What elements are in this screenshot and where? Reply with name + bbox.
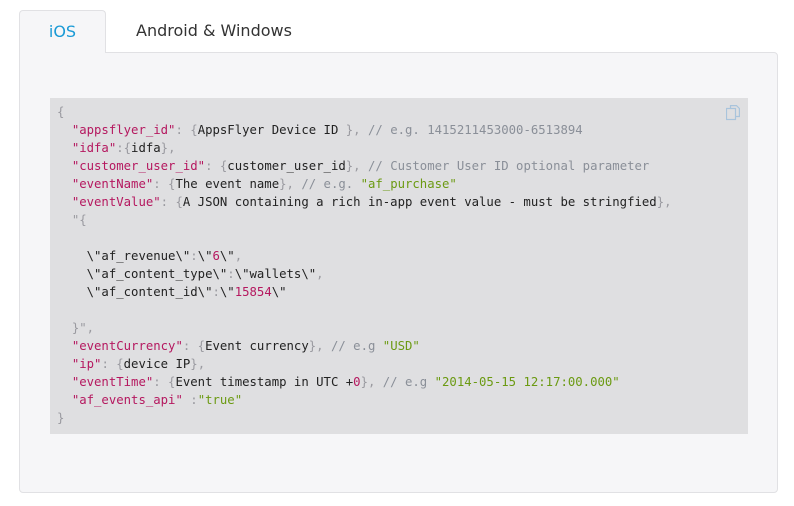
code-key: "af_events_api" (71, 393, 183, 407)
code-value: 15854 (234, 285, 272, 299)
code-value: idfa (131, 141, 161, 155)
code-value: "true" (197, 393, 243, 407)
code-key: "appsflyer_id" (71, 123, 176, 137)
code-comment: // e.g (382, 375, 428, 389)
code-key: \"af_content_type\" (86, 267, 228, 281)
code-key: "eventName" (71, 177, 154, 191)
code-value: AppsFlyer Device ID (197, 123, 346, 137)
code-line: "idfa":{idfa}, (71, 141, 176, 155)
code-value: customer_user_id (227, 159, 346, 173)
code-key: "ip" (71, 357, 102, 371)
tab-bar: iOS Android & Windows (19, 10, 322, 53)
close-brace: } (57, 411, 65, 425)
code-comment: // Customer User ID optional parameter (367, 159, 650, 173)
code-key: "eventValue" (71, 195, 161, 209)
code-line: "af_events_api" :"true" (71, 393, 243, 407)
code-line: \"af_revenue\":\"6\", (86, 249, 243, 263)
code-key: "customer_user_id" (71, 159, 206, 173)
code-block: { "appsflyer_id": {AppsFlyer Device ID }… (50, 98, 748, 434)
open-brace: { (57, 105, 65, 119)
code-line: \"af_content_id\":\"15854\" (86, 285, 287, 299)
code-comment: // e.g. (301, 177, 354, 191)
code-line-blank (57, 229, 748, 247)
code-comment: // e.g (330, 339, 376, 353)
code-line: "{ (57, 211, 748, 229)
code-line: } (57, 409, 748, 427)
code-value: A JSON containing a rich in-app event va… (182, 195, 657, 209)
code-line-blank (57, 301, 748, 319)
code-line: "eventValue": {A JSON containing a rich … (71, 195, 672, 209)
tab-ios[interactable]: iOS (19, 10, 106, 53)
code-example: "USD" (382, 339, 420, 353)
code-value: device IP (123, 357, 191, 371)
code-value: wallets (249, 267, 302, 281)
code-line: "customer_user_id": {customer_user_id}, … (71, 159, 650, 173)
code-line: \"af_content_type\":\"wallets\", (86, 267, 324, 281)
code-line: "eventName": {The event name}, // e.g. "… (71, 177, 457, 191)
code-value: The event name (175, 177, 280, 191)
code-line: }", (57, 319, 748, 337)
string-close: }", (71, 321, 95, 335)
tab-android-windows[interactable]: Android & Windows (136, 21, 292, 40)
code-example: "af_purchase" (360, 177, 457, 191)
string-open: "{ (71, 213, 87, 227)
tab-panel: { "appsflyer_id": {AppsFlyer Device ID }… (19, 52, 778, 493)
code-line: "eventTime": {Event timestamp in UTC +0}… (71, 375, 620, 389)
code-key: "idfa" (71, 141, 117, 155)
code-key: \"af_content_id\" (86, 285, 213, 299)
code-comment: // e.g. 1415211453000-6513894 (367, 123, 583, 137)
copy-icon[interactable] (726, 105, 740, 121)
code-line: { (57, 103, 748, 121)
code-value: Event timestamp in UTC + (175, 375, 354, 389)
code-example: "2014-05-15 12:17:00.000" (434, 375, 620, 389)
code-value: 6 (212, 249, 220, 263)
code-value: Event currency (205, 339, 309, 353)
code-key: \"af_revenue\" (86, 249, 191, 263)
code-number: 0 (353, 375, 361, 389)
code-line: "appsflyer_id": {AppsFlyer Device ID }, … (71, 123, 583, 137)
code-key: "eventTime" (71, 375, 154, 389)
code-key: "eventCurrency" (71, 339, 183, 353)
code-line: "eventCurrency": {Event currency}, // e.… (71, 339, 420, 353)
code-line: "ip": {device IP}, (71, 357, 206, 371)
